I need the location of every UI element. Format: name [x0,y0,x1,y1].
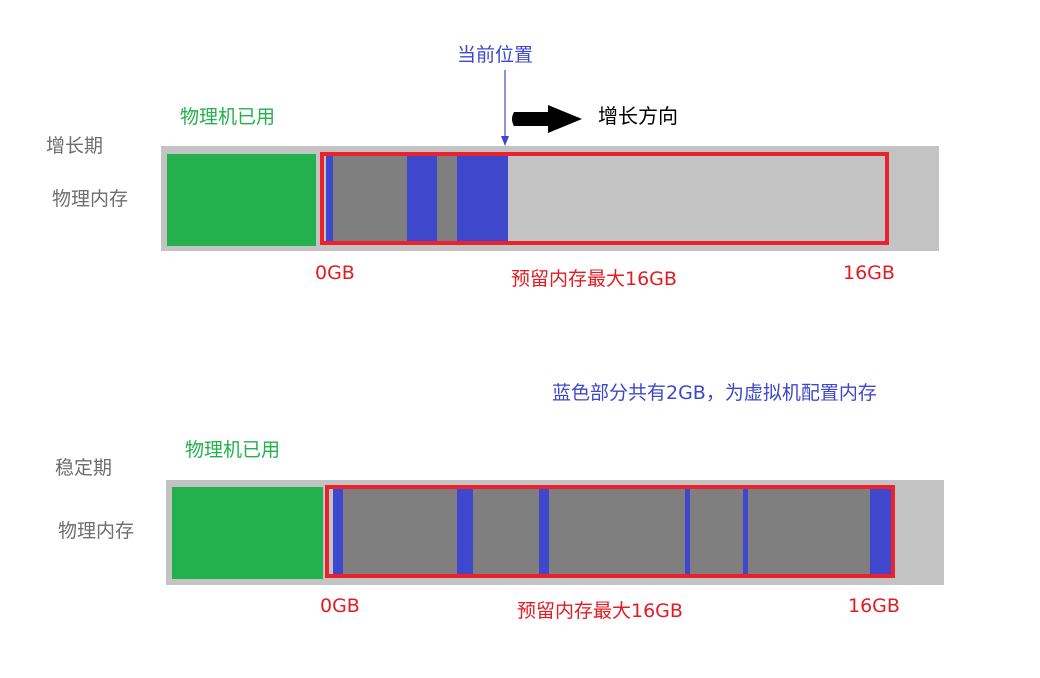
stable-freed-segment [549,489,685,574]
stable-start-label: 0GB [320,595,360,617]
growth-allocated-segment [326,156,333,241]
growth-reserved-region [320,152,889,245]
growth-allocated-segment [407,156,437,241]
stable-reserved-label: 预留内存最大16GB [517,600,683,622]
growth-direction-label: 增长方向 [598,104,678,128]
stable-phase-label: 稳定期 [55,457,113,479]
right-arrow-icon [512,105,582,133]
stable-row-label: 物理内存 [58,520,135,542]
growth-start-label: 0GB [315,262,355,284]
stable-end-label: 16GB [848,595,900,617]
growth-used-label: 物理机已用 [180,106,276,128]
growth-phase-label: 增长期 [46,135,104,157]
stable-used-block [172,487,323,579]
stable-freed-segment [473,489,539,574]
growth-row-label: 物理内存 [52,188,129,210]
growth-allocated-segment [457,156,508,241]
down-arrow-icon [501,70,509,146]
stable-used-label: 物理机已用 [185,439,281,461]
stable-allocated-segment [685,489,690,574]
growth-reserved-label: 预留内存最大16GB [511,268,677,290]
growth-freed-segment [333,156,407,241]
stable-reserved-region [325,485,895,578]
stable-allocated-segment [457,489,473,574]
stable-allocated-segment [539,489,549,574]
stable-allocated-segment [870,489,891,574]
stable-allocated-segment [743,489,748,574]
current-position-label: 当前位置 [457,44,534,66]
allocation-note: 蓝色部分共有2GB，为虚拟机配置内存 [552,382,877,404]
growth-used-block [167,154,316,246]
stable-freed-segment [690,489,743,574]
stable-freed-segment [343,489,457,574]
growth-end-label: 16GB [843,262,895,284]
stable-freed-segment [748,489,870,574]
growth-freed-segment [437,156,457,241]
stable-allocated-segment [333,489,343,574]
